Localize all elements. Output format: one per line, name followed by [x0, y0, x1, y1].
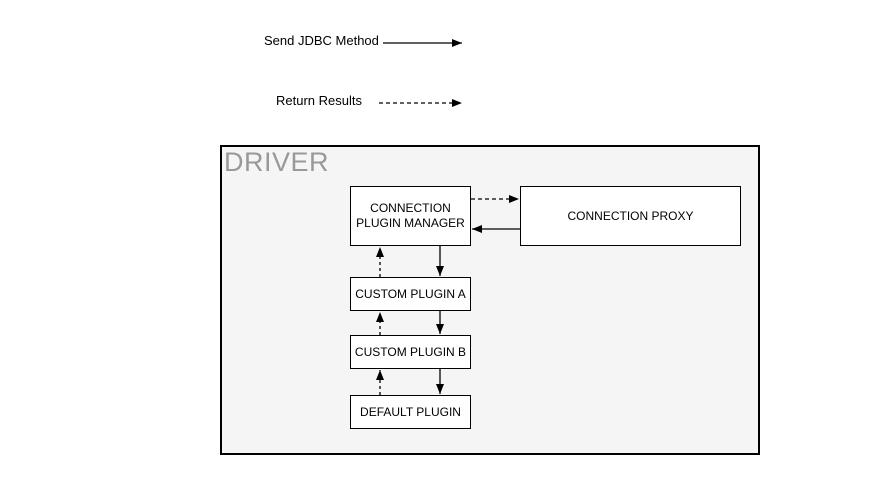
- node-connection-proxy-label: CONNECTION PROXY: [567, 208, 694, 223]
- node-default-plugin-label: DEFAULT PLUGIN: [360, 404, 461, 419]
- legend-return-results-label: Return Results: [276, 93, 362, 108]
- node-connection-plugin-manager-label: CONNECTION PLUGIN MANAGER: [356, 201, 465, 230]
- node-custom-plugin-b: CUSTOM PLUGIN B: [350, 335, 471, 369]
- node-connection-proxy: CONNECTION PROXY: [520, 186, 741, 246]
- node-default-plugin: DEFAULT PLUGIN: [350, 395, 471, 429]
- node-custom-plugin-a: CUSTOM PLUGIN A: [350, 277, 471, 311]
- legend-send-jdbc-method-label: Send JDBC Method: [264, 33, 379, 48]
- driver-title: DRIVER: [224, 147, 330, 177]
- node-connection-plugin-manager: CONNECTION PLUGIN MANAGER: [350, 186, 471, 246]
- node-custom-plugin-a-label: CUSTOM PLUGIN A: [355, 286, 466, 301]
- node-custom-plugin-b-label: CUSTOM PLUGIN B: [354, 344, 467, 359]
